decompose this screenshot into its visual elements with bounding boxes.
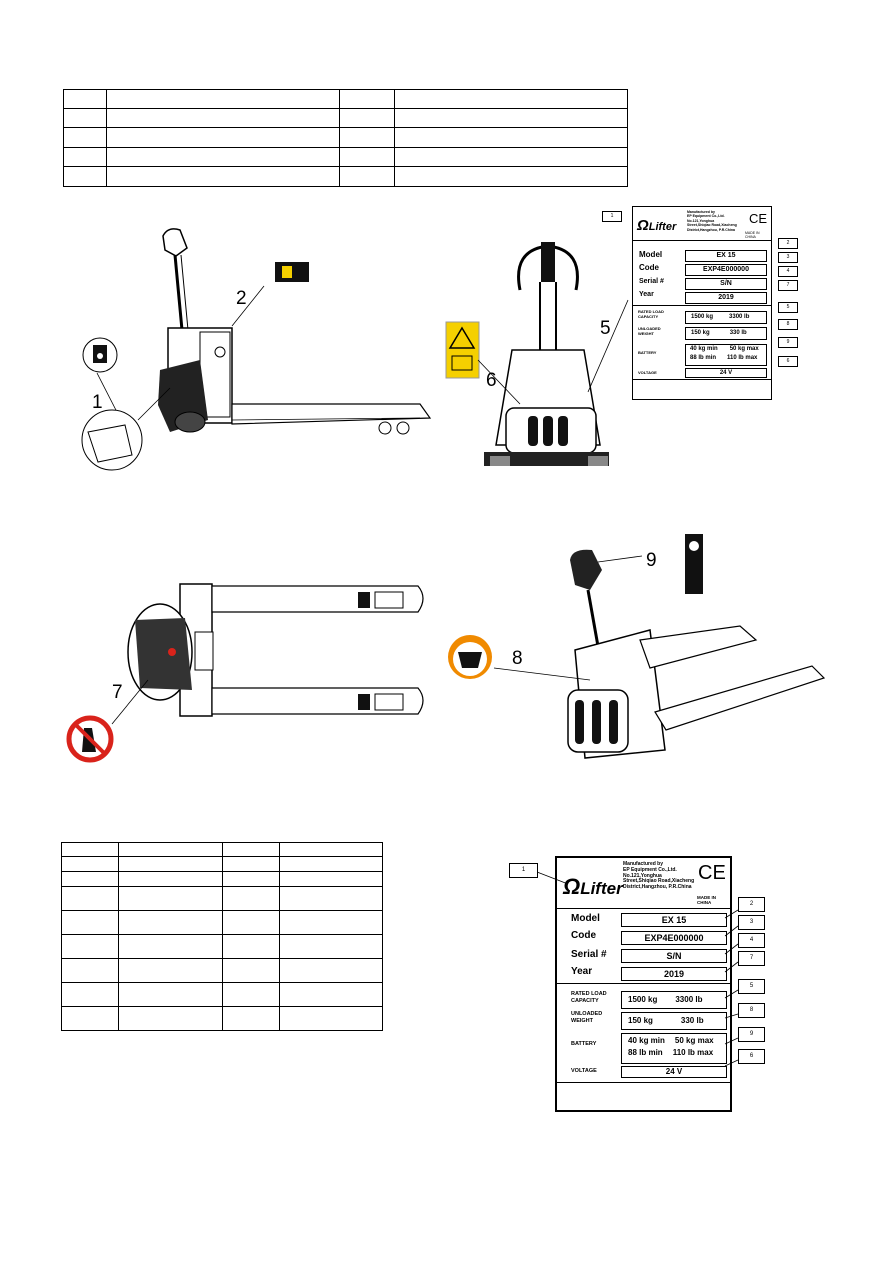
code-value-small: EXP4E000000	[685, 264, 767, 276]
manufacturer-text-small: Manufactured by EP Equipment Co.,Ltd. No…	[687, 210, 737, 232]
callout-label-6: 6	[486, 370, 497, 391]
callout-label-1: 1	[92, 392, 103, 413]
plate-small-tag-5: 5	[778, 302, 798, 313]
model-label-large: Model	[571, 913, 600, 924]
omega-icon: Ω	[637, 217, 649, 234]
callout-label-7: 7	[112, 682, 123, 703]
plate-large-tag-4: 4	[738, 933, 765, 948]
unloaded-label-small: UNLOADED WEIGHT	[638, 326, 661, 336]
serial-value-small: S/N	[685, 278, 767, 290]
unloaded-label-large: UNLOADED WEIGHT	[571, 1011, 603, 1024]
omega-icon: Ω	[563, 874, 581, 899]
plate-large-tag-5: 5	[738, 979, 765, 994]
model-value-large: EX 15	[621, 913, 727, 927]
plate-small-tag-7: 7	[778, 280, 798, 291]
plate-small-tag-4: 4	[778, 266, 798, 277]
plate-large-tag-2: 2	[738, 897, 765, 912]
callout-label-9: 9	[646, 550, 657, 571]
code-label-large: Code	[571, 930, 596, 941]
voltage-label-small: VOLTAGE	[638, 370, 657, 375]
plate-small-tag-6: 6	[778, 356, 798, 367]
made-in-large: MADE IN CHINA	[697, 895, 716, 905]
battery-label-small: BATTERY	[638, 350, 657, 355]
voltage-value-small: 24 V	[685, 368, 767, 378]
year-label-small: Year	[639, 291, 654, 298]
plate-large-tag-9: 9	[738, 1027, 765, 1042]
voltage-value-large: 24 V	[621, 1066, 727, 1078]
rated-label-large: RATED LOAD CAPACITY	[571, 991, 607, 1004]
voltage-label-large: VOLTAGE	[571, 1068, 597, 1074]
year-value-large: 2019	[621, 967, 727, 981]
model-value-small: EX 15	[685, 250, 767, 262]
plate-large-tag-7: 7	[738, 951, 765, 966]
nameplate-small: ΩLifter Manufactured by EP Equipment Co.…	[632, 206, 772, 400]
serial-value-large: S/N	[621, 949, 727, 963]
manufacturer-text-large: Manufactured by EP Equipment Co.,Ltd. No…	[623, 861, 695, 891]
callout-label-2: 2	[236, 288, 247, 309]
plate-small-tag-3: 3	[778, 252, 798, 263]
callout-label-5: 5	[600, 318, 611, 339]
top-empty-table	[63, 89, 628, 187]
nameplate-large: ΩLifter Manufactured by EP Equipment Co.…	[555, 856, 732, 1112]
ce-mark-large: CE	[698, 862, 726, 884]
serial-label-small: Serial #	[639, 278, 664, 285]
brand-logo-large: ΩLifter	[563, 874, 623, 899]
code-value-large: EXP4E000000	[621, 931, 727, 945]
plate-large-tag-1: 1	[509, 863, 538, 878]
brand-logo-small: ΩLifter	[637, 217, 677, 234]
callout-label-8: 8	[512, 648, 523, 669]
year-label-large: Year	[571, 966, 593, 977]
plate-small-tag-1: 1	[602, 211, 622, 222]
ce-mark-small: CE	[749, 211, 768, 226]
plate-large-tag-6: 6	[738, 1049, 765, 1064]
year-value-small: 2019	[685, 292, 767, 304]
rated-label-small: RATED LOAD CAPACITY	[638, 309, 664, 319]
plate-large-tag-3: 3	[738, 915, 765, 930]
serial-label-large: Serial #	[571, 949, 607, 960]
bottom-empty-table	[61, 842, 383, 1031]
made-in-small: MADE IN CHINA	[745, 231, 760, 239]
plate-small-tag-2: 2	[778, 238, 798, 249]
plate-small-tag-9: 9	[778, 337, 798, 348]
plate-small-tag-8: 8	[778, 319, 798, 330]
model-label-small: Model	[639, 250, 663, 259]
code-label-small: Code	[639, 263, 659, 272]
plate-large-tag-8: 8	[738, 1003, 765, 1018]
battery-label-large: BATTERY	[571, 1041, 597, 1047]
